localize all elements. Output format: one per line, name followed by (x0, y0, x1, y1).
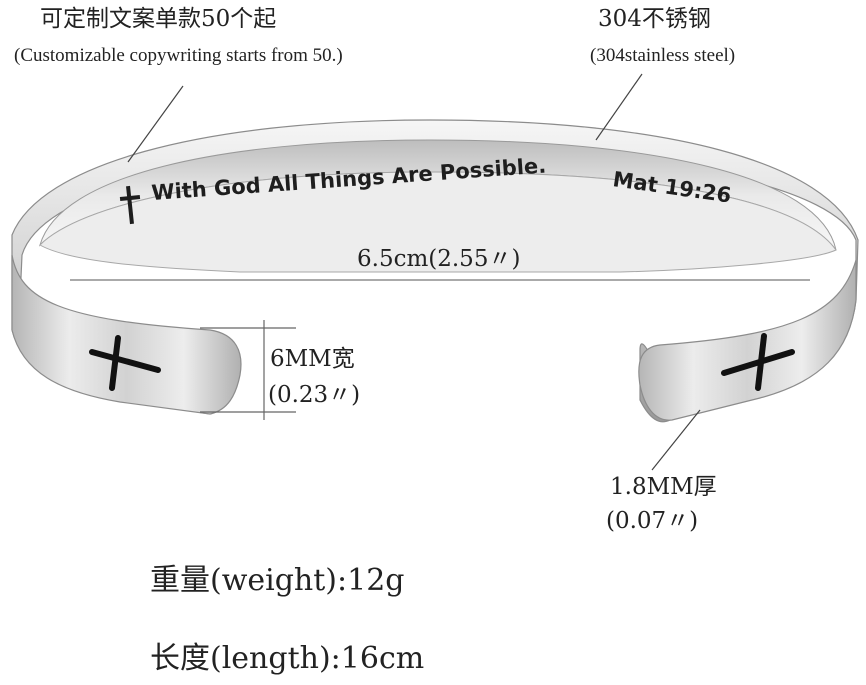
custom-leader-line (127, 85, 184, 163)
width-label-in: (0.23〃) (268, 382, 361, 408)
cuff-left-end (11, 254, 242, 415)
weight-spec: 重量(weight):12g (150, 563, 405, 598)
material-cn: 304不锈钢 (598, 6, 711, 32)
left-cross-icon (89, 335, 161, 391)
material-en: (304stainless steel) (590, 45, 736, 66)
width-dimension-bracket (200, 320, 296, 420)
thickness-label-in: (0.07〃) (606, 508, 699, 534)
diameter-label: 6.5cm(2.55〃) (357, 246, 521, 272)
length-spec: 长度(length):16cm (150, 641, 425, 676)
cuff-right-end (638, 259, 857, 421)
custom-note-en: (Customizable copywriting starts from 50… (14, 45, 343, 66)
cuff-inner-lower (39, 171, 837, 273)
custom-note-cn: 可定制文案单款50个起 (40, 6, 277, 32)
right-cross-icon (721, 333, 795, 391)
width-label-cn: 6MM宽 (270, 346, 355, 372)
thickness-leader-line (651, 409, 701, 471)
inner-cross-icon (119, 185, 141, 225)
material-leader-line (595, 73, 643, 141)
thickness-label-cn: 1.8MM厚 (610, 474, 717, 500)
